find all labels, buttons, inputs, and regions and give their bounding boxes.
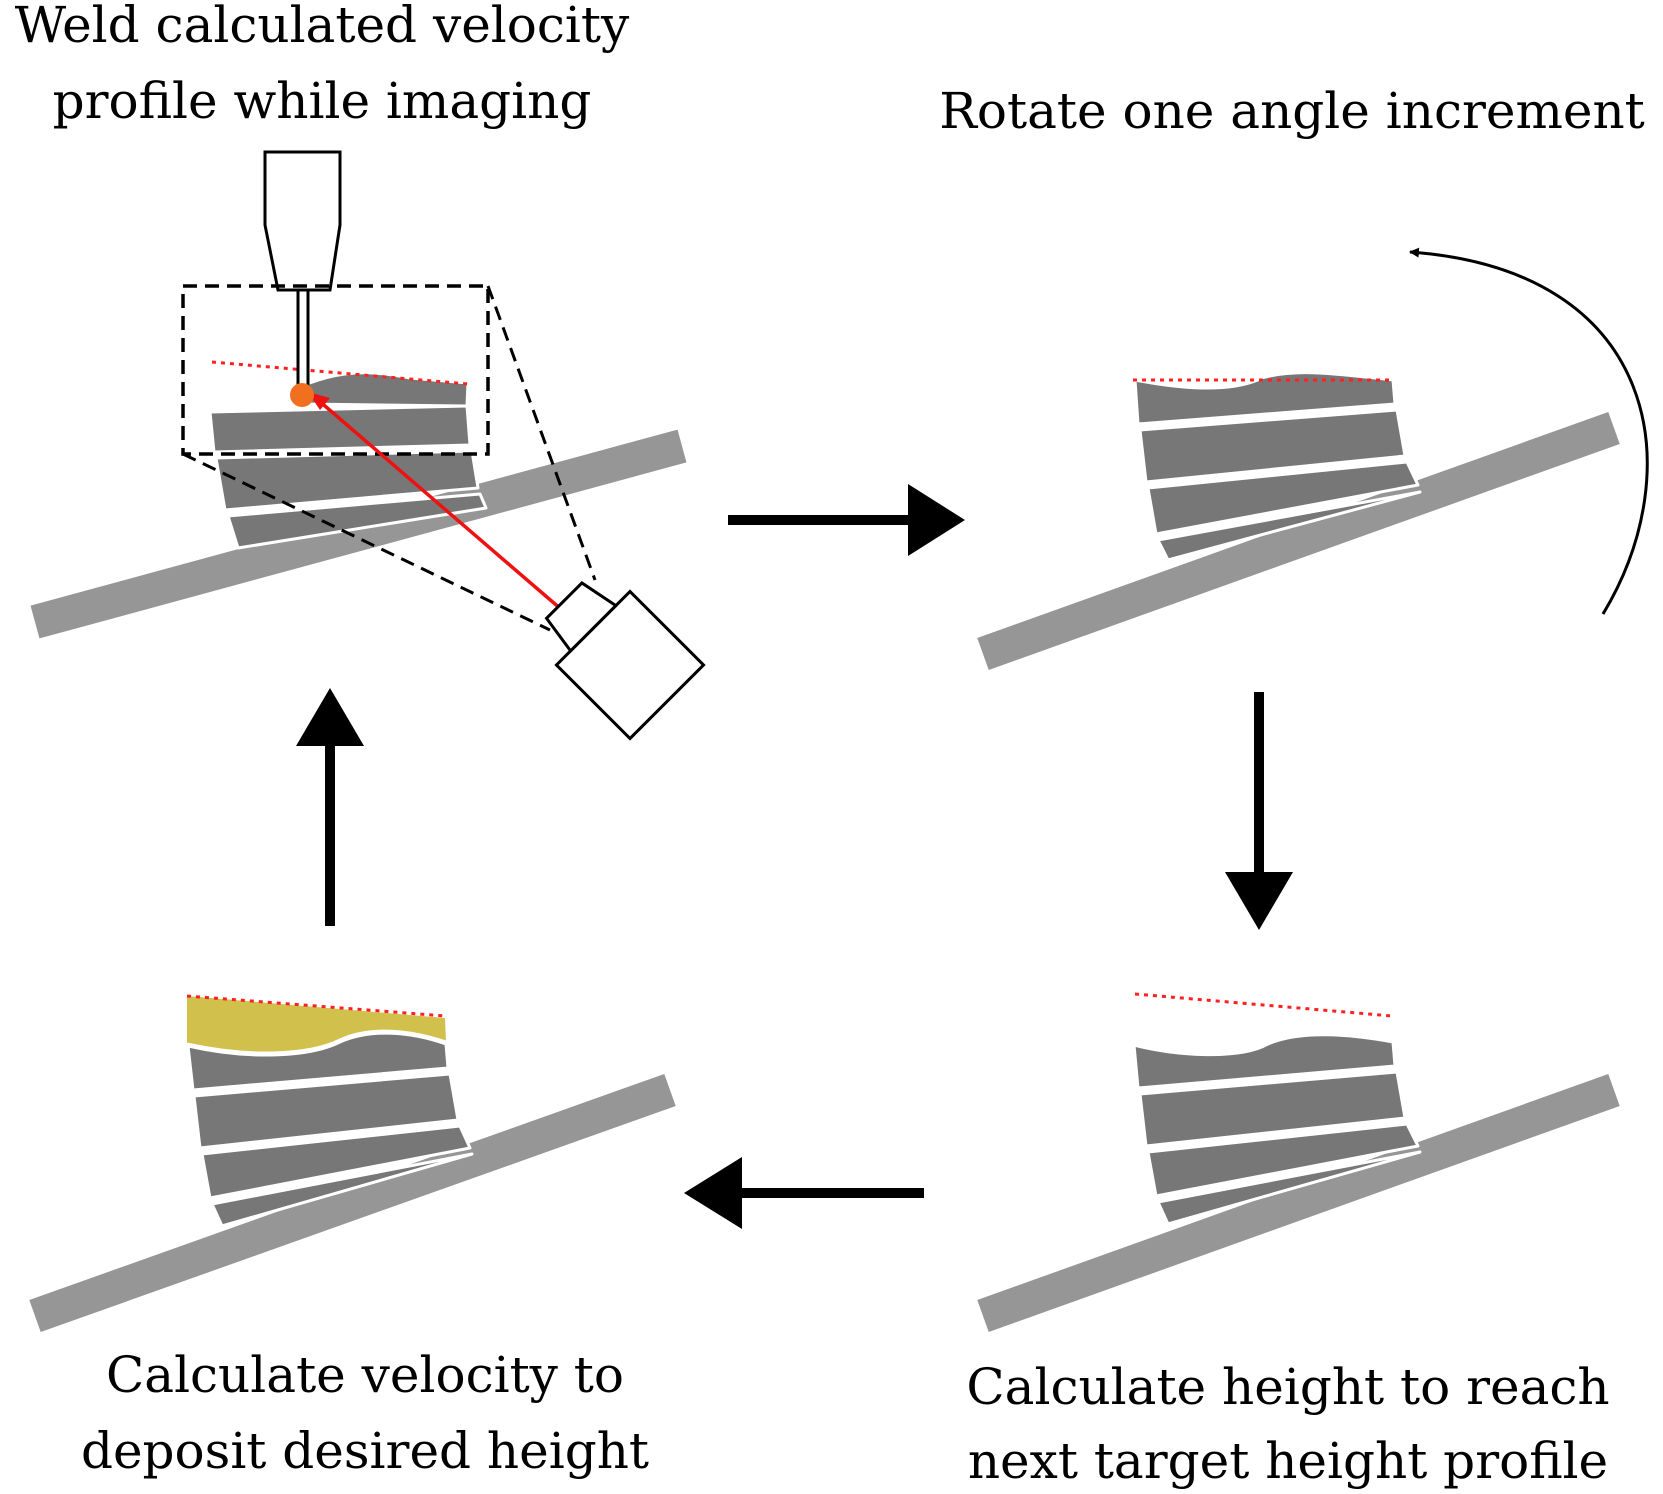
layer-band xyxy=(1133,371,1397,426)
substrate-plate xyxy=(977,1073,1620,1333)
rotation-arrow xyxy=(1409,247,1649,615)
velocity-panel xyxy=(29,994,676,1333)
layer-band xyxy=(208,404,472,454)
substrate-plate xyxy=(977,411,1620,671)
weld-step-label: Weld calculated velocity xyxy=(15,0,630,54)
target-height-line xyxy=(186,994,446,1018)
layer-band xyxy=(1138,408,1407,484)
camera xyxy=(544,581,706,741)
rotate-panel xyxy=(977,247,1649,671)
height-step-label-2: next target height profile xyxy=(968,1432,1608,1490)
layer-band xyxy=(1146,1122,1420,1198)
layer-band xyxy=(1156,490,1422,562)
layer-band xyxy=(1146,460,1420,536)
target-height-line xyxy=(211,360,469,386)
weld-panel xyxy=(30,150,706,741)
layer-band xyxy=(192,1072,460,1150)
target-height-line xyxy=(1134,992,1393,1018)
layer-band xyxy=(1156,1150,1422,1226)
deposited-layers xyxy=(1133,371,1422,562)
process-arrow-up xyxy=(296,688,364,926)
camera-view-line xyxy=(486,285,597,581)
layer-band xyxy=(1132,1033,1397,1090)
process-arrow-down xyxy=(1225,692,1293,930)
layer-band xyxy=(1138,1070,1407,1148)
camera-view-box xyxy=(181,284,490,456)
process-arrow-right xyxy=(728,484,965,556)
camera-view-line xyxy=(182,452,551,632)
deposited-layers xyxy=(1132,1033,1422,1226)
layer-band xyxy=(226,492,488,550)
layer-band xyxy=(200,1124,472,1200)
rotate-step-label: Rotate one angle increment xyxy=(939,82,1645,140)
desired-deposit xyxy=(187,996,446,1054)
substrate-plate xyxy=(29,1073,676,1333)
torch-wire xyxy=(296,288,310,392)
process-arrow-left xyxy=(684,1157,924,1229)
laser-line xyxy=(316,398,564,612)
layer-band xyxy=(210,1152,474,1228)
velocity-step-label-2: deposit desired height xyxy=(81,1422,649,1480)
velocity-step-label: Calculate velocity to xyxy=(106,1346,624,1404)
layer-band xyxy=(298,371,470,408)
layer-band xyxy=(186,1031,450,1092)
substrate-plate xyxy=(30,429,687,639)
melt-pool xyxy=(290,383,314,407)
height-step-label: Calculate height to reach xyxy=(966,1358,1609,1416)
deposit-boundary xyxy=(186,1029,447,1055)
deposited-layers xyxy=(186,1031,474,1228)
weld-step-label-2: profile while imaging xyxy=(53,72,592,130)
welding-torch xyxy=(263,150,342,292)
height-panel xyxy=(977,992,1620,1333)
